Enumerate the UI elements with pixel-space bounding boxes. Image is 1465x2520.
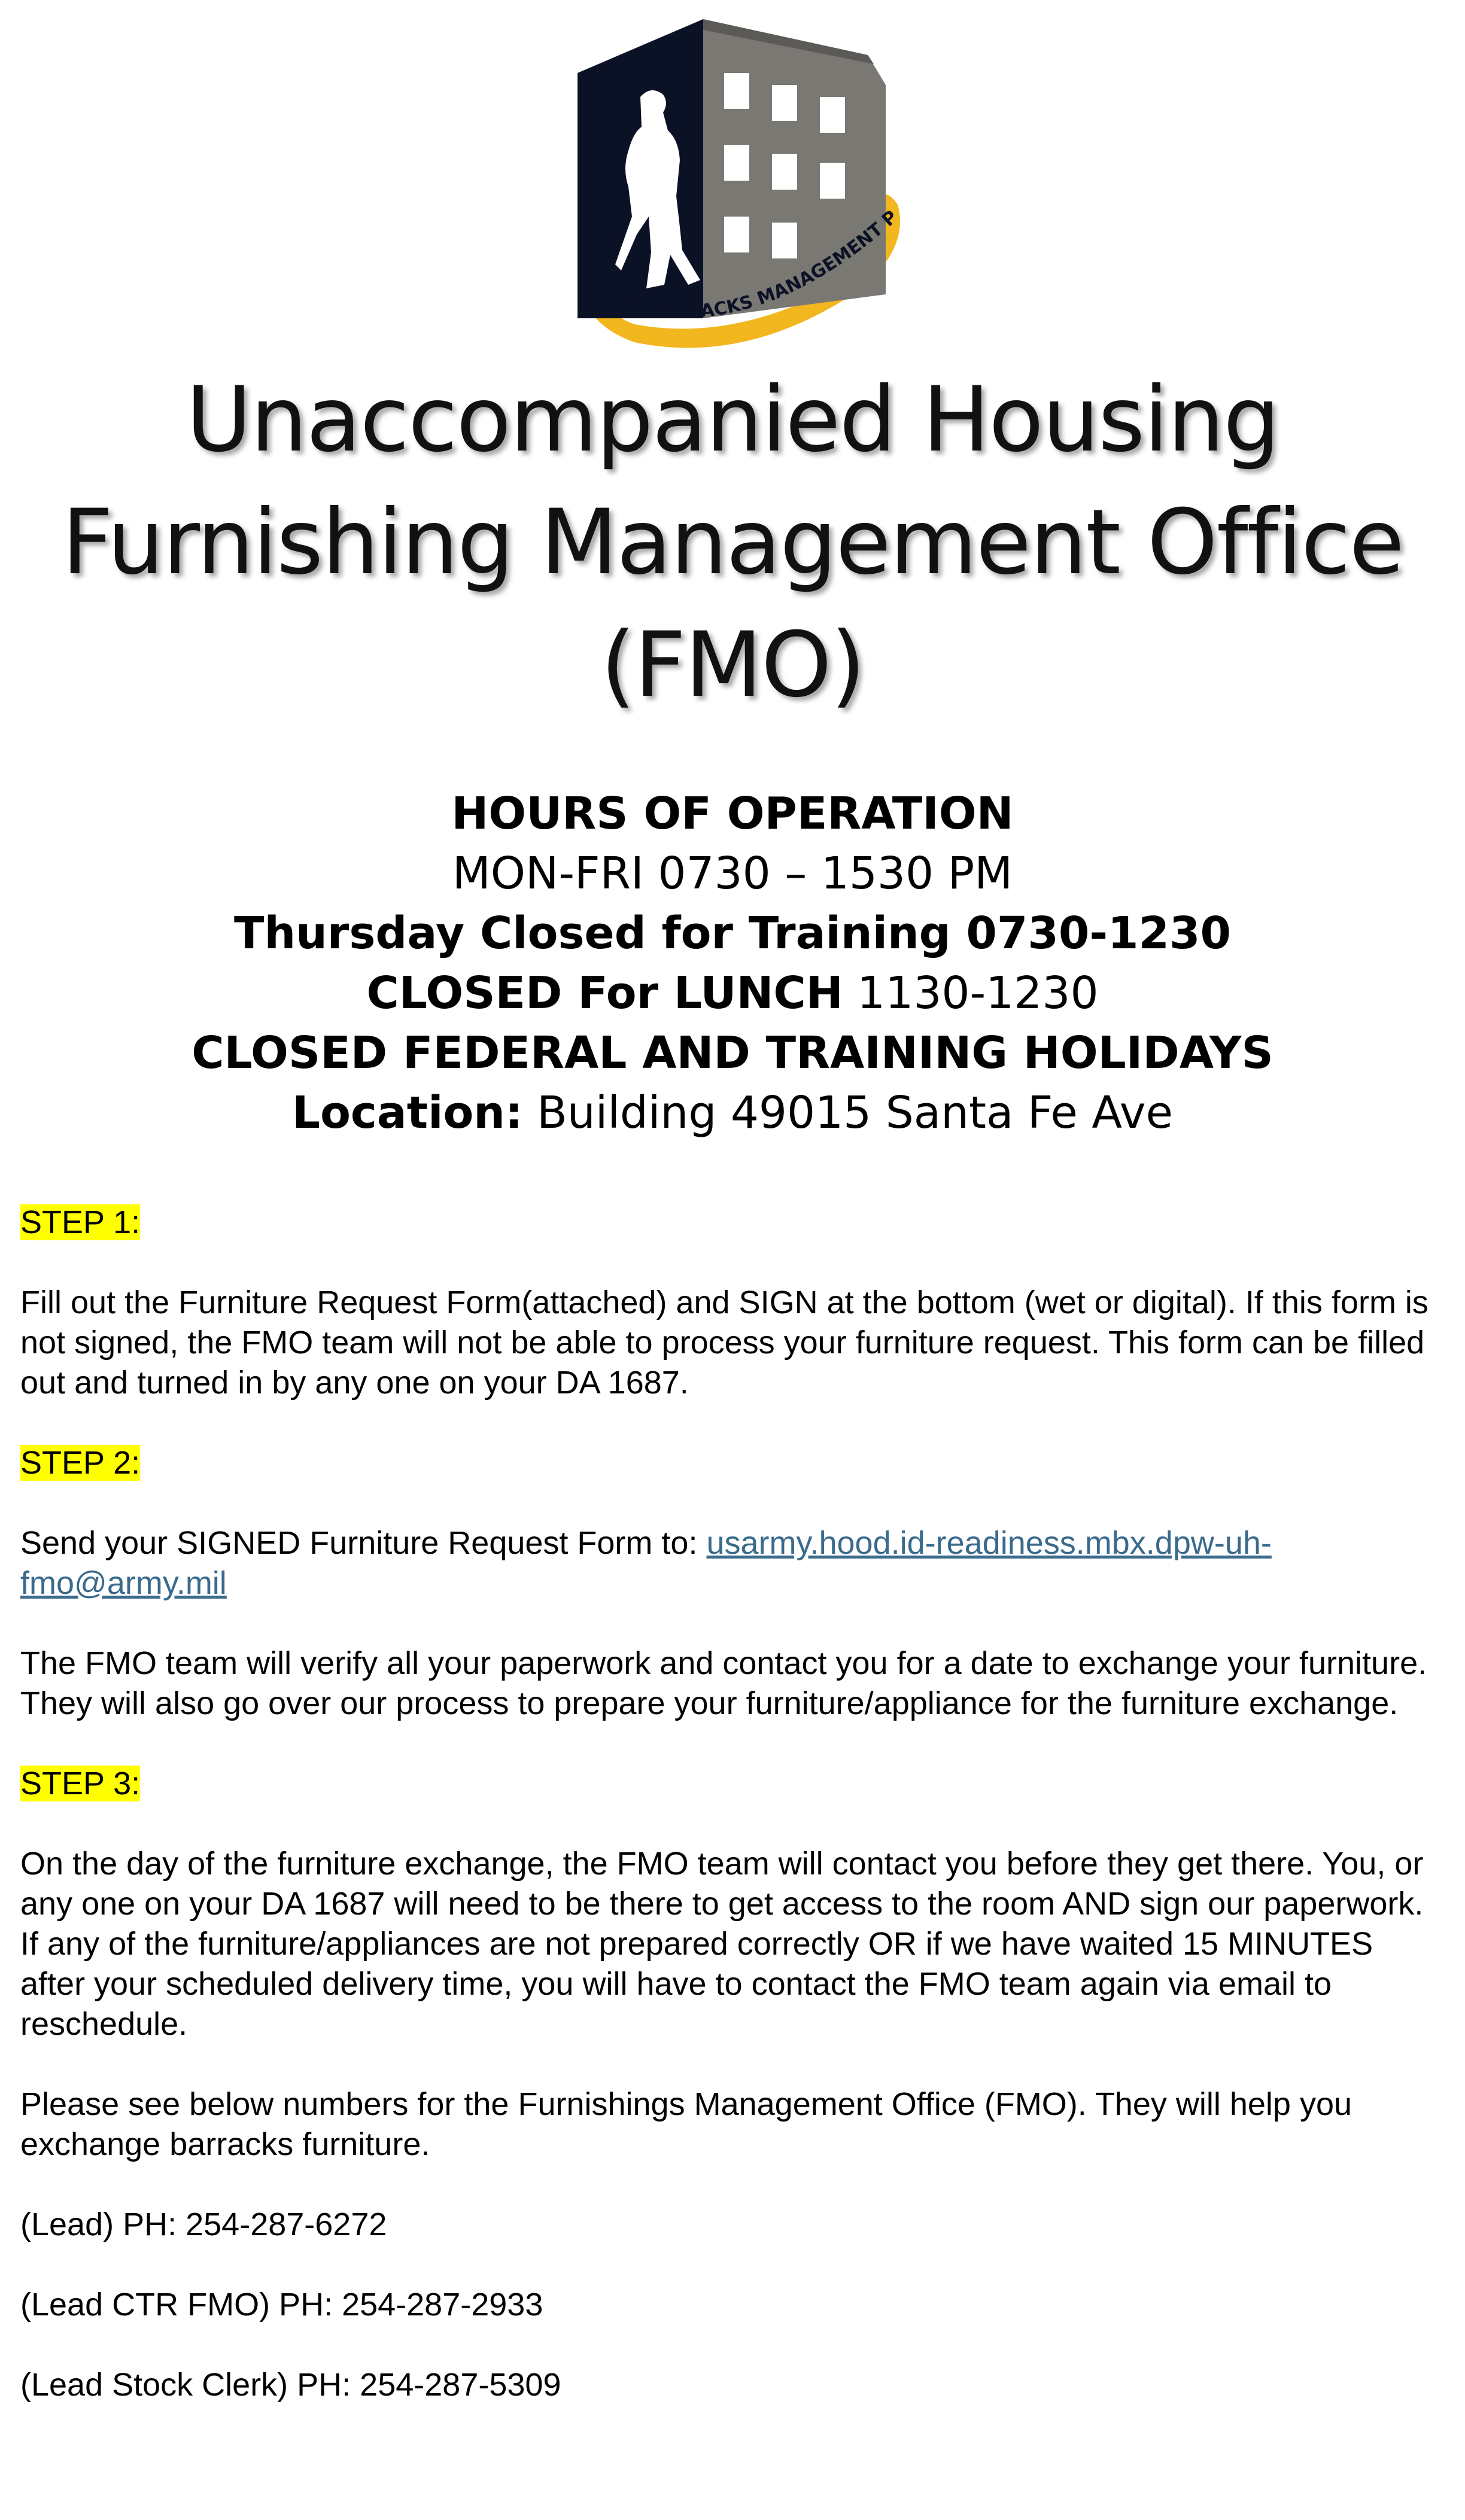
page-title: Unaccompanied Housing Furnishing Managem… (0, 359, 1465, 727)
title-line-3: (FMO) (600, 613, 866, 717)
hours-heading: HOURS OF OPERATION (451, 788, 1014, 839)
hours-holidays: CLOSED FEDERAL AND TRAINING HOLIDAYS (192, 1027, 1273, 1079)
title-line-1: Unaccompanied Housing (186, 368, 1280, 472)
step-2-label: STEP 2: (20, 1445, 141, 1481)
title-line-2: Furnishing Management Office (62, 491, 1405, 595)
hours-location: Location: Building 49015 Santa Fe Ave (0, 1083, 1465, 1143)
hours-thursday: Thursday Closed for Training 0730-1230 (233, 908, 1231, 959)
army-barracks-management-program-logo: ARMY BARRACKS MANAGEMENT PROGRAM (551, 7, 922, 354)
step-1-label: STEP 1: (20, 1204, 141, 1240)
step-2-text: Send your SIGNED Furniture Request Form … (20, 1523, 1445, 1603)
contact-lead: (Lead) PH: 254-287-6272 (20, 2206, 387, 2242)
step-3-label: STEP 3: (20, 1766, 141, 1801)
contact-lead-ctr: (Lead CTR FMO) PH: 254-287-2933 (20, 2287, 543, 2323)
soldier-silhouette (615, 90, 700, 288)
hours-of-operation: HOURS OF OPERATION MON-FRI 0730 – 1530 P… (0, 784, 1465, 1143)
instructions-body: STEP 1: Fill out the Furniture Request F… (20, 1203, 1445, 2445)
logo-windows (724, 73, 845, 258)
lunch-label: CLOSED For LUNCH (366, 967, 843, 1019)
location-value: Building 49015 Santa Fe Ave (522, 1087, 1174, 1139)
hours-lunch: CLOSED For LUNCH 1130-1230 (0, 963, 1465, 1023)
contact-stock-clerk: (Lead Stock Clerk) PH: 254-287-5309 (20, 2367, 561, 2403)
step-2-instruction: Send your SIGNED Furniture Request Form … (20, 1525, 707, 1561)
location-label: Location: (291, 1087, 523, 1139)
hours-weekday: MON-FRI 0730 – 1530 PM (452, 848, 1013, 899)
step-1-text: Fill out the Furniture Request Form(atta… (20, 1285, 1428, 1401)
step-3-text: On the day of the furniture exchange, th… (20, 1846, 1424, 2042)
lunch-time: 1130-1230 (843, 967, 1099, 1019)
contacts-intro: Please see below numbers for the Furnish… (20, 2086, 1352, 2162)
logo-ring (582, 194, 900, 348)
step-2-followup: The FMO team will verify all your paperw… (20, 1645, 1427, 1721)
fmo-email-link[interactable]: usarmy.hood.id-readiness.mbx.dpw-uh-fmo@… (20, 1525, 1272, 1601)
